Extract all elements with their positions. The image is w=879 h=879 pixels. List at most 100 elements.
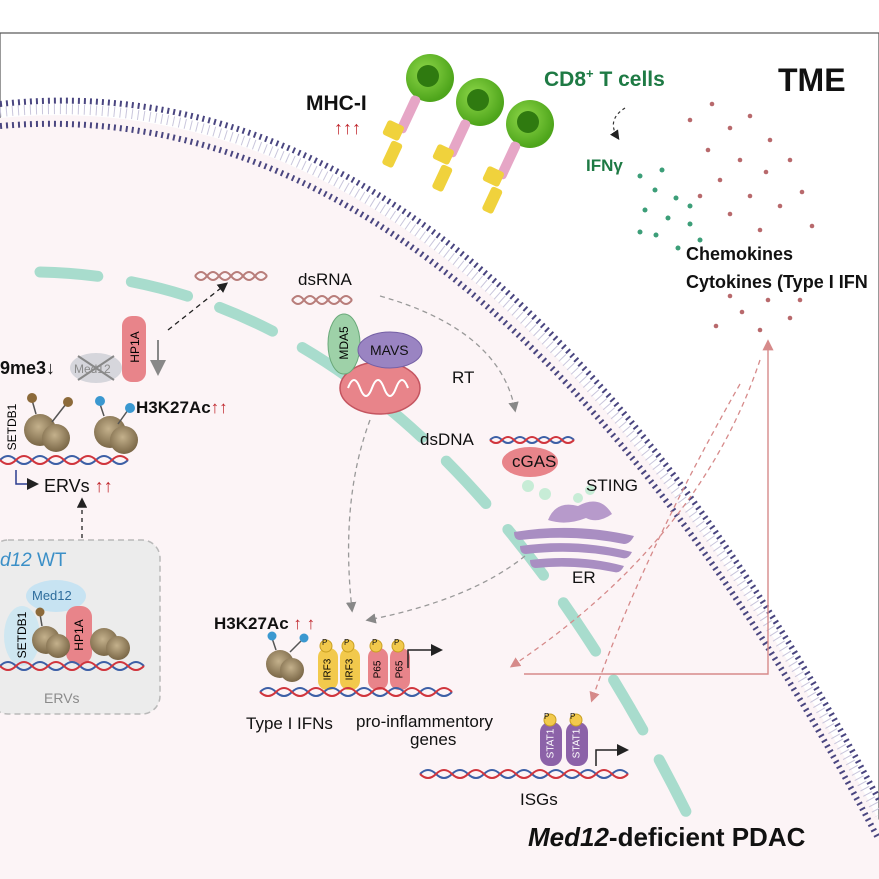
cytokines-label: Cytokines (Type I IFN: [686, 272, 868, 292]
proinflammatory-label: pro-inflammentory: [356, 712, 493, 731]
irf3-label-1: IRF3: [322, 658, 334, 681]
cd8-rest-label: T cells: [593, 68, 665, 91]
wt-hp1a-protein: [66, 606, 92, 664]
stat1-p1-label: P: [544, 712, 550, 721]
er-membrane: [514, 527, 634, 573]
h3k27ac-mid-text: H3K27Ac: [214, 614, 289, 633]
p65-p1-label: P: [372, 638, 378, 647]
title-rest: -deficient PDAC: [608, 822, 806, 852]
sting-to-nfkb-arrow: [365, 555, 526, 624]
med12-cross-icon: [77, 355, 115, 381]
cell-membrane: [0, 97, 879, 842]
ifng-arrow: [610, 107, 626, 140]
ervs-up-arrows: ↑↑: [94, 476, 113, 496]
wt-ervs-label: ERVs: [44, 690, 80, 706]
stat1-p2-label: P: [570, 712, 576, 721]
wt-rest: WT: [31, 550, 67, 571]
ifn-tss-arrow: [407, 644, 443, 668]
chemokines-label: Chemokines: [686, 244, 794, 264]
cd8-tcells-label: CD8+ T cells: [544, 66, 665, 92]
cgas-label: cGAS: [512, 452, 557, 471]
secretion-arrow: [524, 339, 774, 675]
sting-protein: [548, 501, 612, 523]
stat1-label-1: STAT1: [545, 728, 557, 759]
mhc-up-arrows: ↑↑↑: [334, 118, 361, 138]
genes-label: genes: [410, 730, 457, 749]
dna-helix-top-left: [0, 455, 129, 465]
irf3-p2-label: P: [344, 638, 350, 647]
isg-tss-arrow: [595, 744, 629, 766]
h3k27ac-top-label: H3K27Ac↑↑: [136, 398, 228, 418]
wt-med12-protein: [26, 580, 86, 612]
er-label: ER: [572, 568, 596, 587]
wt-setdb1-protein: [4, 606, 40, 666]
ifn-promoter-nucleosome: [266, 631, 309, 682]
h3k27ac-mid-label: H3K27Ac ↑ ↑: [214, 614, 315, 634]
title-italic: Med12: [528, 822, 609, 852]
type1-ifns-label: Type I IFNs: [246, 714, 333, 733]
ervs-text: ERVs: [44, 476, 90, 496]
ifng-to-stat1-arrow: [589, 383, 741, 703]
erv-to-dsrna-arrow: [167, 282, 229, 331]
mitochondria-cristae: [347, 379, 409, 397]
ervs-transcription-arrow: [15, 470, 39, 490]
med12-label: Med12: [74, 362, 111, 376]
hp1a-label: HP1A: [128, 331, 142, 363]
dsrna-label: dsRNA: [298, 270, 352, 289]
sting-label: STING: [586, 476, 638, 495]
dsrna-helix-left: [194, 271, 268, 281]
wt-setdb1-label: SETDB1: [15, 611, 29, 659]
setdb1-label: SETDB1: [5, 403, 19, 451]
wt-label: d12 WT: [0, 550, 67, 572]
dsrna-to-dsdna-arrow: [379, 295, 519, 413]
transcription-factors: [318, 639, 410, 690]
cd8-superscript: +: [586, 66, 594, 81]
wt-nucleosomes: [32, 607, 130, 660]
cytokine-dots: [687, 101, 815, 333]
tme-label: TME: [778, 62, 846, 98]
stat1-dimer: [540, 713, 588, 766]
h3k27ac-mid-arrows: ↑ ↑: [293, 614, 316, 633]
p65-p2-label: P: [394, 638, 400, 647]
hp1a-protein: [122, 316, 146, 382]
isgs-label: ISGs: [520, 790, 558, 809]
irf3-label-2: IRF3: [344, 658, 356, 681]
p65-label-1: P65: [372, 660, 384, 679]
h3k9me3-text: 9me3: [0, 358, 47, 378]
cd8-label: CD8: [544, 68, 587, 91]
h3k27ac-top-text: H3K27Ac: [136, 398, 211, 417]
wt-italic: d12: [0, 550, 32, 571]
nuclear-envelope: [34, 266, 706, 846]
p65-label-2: P65: [394, 660, 406, 679]
ervs-label: ERVs ↑↑: [44, 476, 113, 497]
cgas-protein: [502, 447, 558, 477]
figure-title: Med12-deficient PDAC: [528, 822, 805, 853]
irf3-p1-label: P: [322, 638, 328, 647]
mavs-label: MAVS: [370, 342, 409, 358]
mhc-label: MHC-I: [306, 92, 367, 115]
mda5-label: MDA5: [337, 326, 351, 360]
mavs-to-irf3-arrow: [345, 419, 371, 613]
cgamp-dots: [522, 480, 595, 503]
wt-hp1a-label: HP1A: [72, 619, 86, 651]
ifn-dna-helix: [259, 687, 453, 697]
wt-med12-label: Med12: [32, 588, 72, 603]
mavs-protein: [357, 331, 423, 369]
ifng-label: IFNγ: [586, 156, 623, 175]
wt-dna-helix: [0, 661, 145, 671]
ifn-feedback-arrow: [509, 359, 761, 668]
dsrna-helix-right: [291, 295, 353, 305]
tcell-receptors: [382, 54, 554, 214]
stat1-label-2: STAT1: [571, 728, 583, 759]
dsdna-label: dsDNA: [420, 430, 474, 449]
h3k27ac-top-arrows: ↑↑: [210, 398, 228, 417]
h3k9me3-arrow: ↓: [46, 358, 56, 378]
h3k9me3-label: 9me3↓: [0, 358, 55, 379]
nucleosome-group-top: [24, 393, 138, 454]
isg-dna-helix: [419, 769, 629, 779]
ifng-dots: [637, 167, 703, 251]
dsdna-helix: [489, 436, 575, 444]
rt-label: RT: [452, 368, 475, 387]
